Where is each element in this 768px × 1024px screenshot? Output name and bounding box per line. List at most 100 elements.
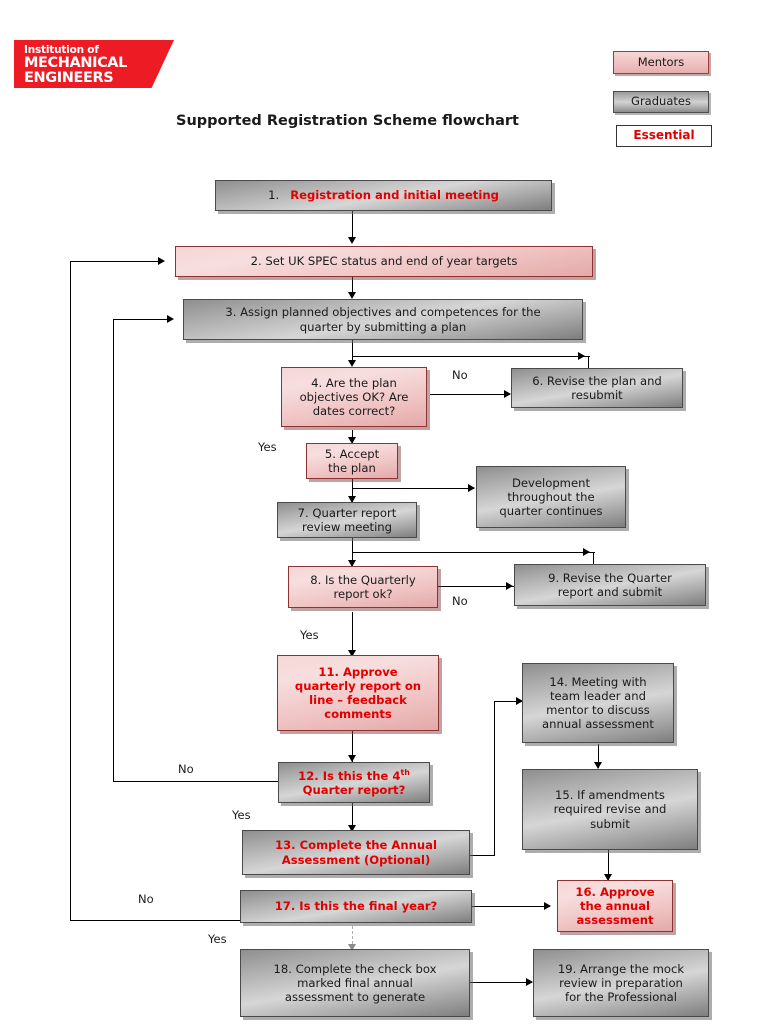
edge-11-to-12-arrowhead [348, 755, 356, 762]
edge-12-no-arrowhead [167, 315, 174, 323]
edge-17-no-horizontal [70, 920, 240, 922]
edge-4-to-6-arrowhead [504, 390, 511, 398]
edge-12-no-into-3 [113, 319, 171, 321]
edge-15-to-16 [608, 850, 610, 880]
edge-3-to-4 [352, 340, 354, 362]
node-15-if-amendments-required[interactable]: 15. If amendments required revise and su… [522, 769, 698, 850]
node-13-label-line-2: Assessment (Optional) [281, 852, 431, 867]
edge-17-to-18-arrowhead [348, 944, 356, 951]
node-2-set-ukspec-status[interactable]: 2. Set UK SPEC status and end of year ta… [175, 246, 593, 277]
legend-label-mentors: Mentors [637, 54, 685, 69]
node-3-assign-planned-objectives[interactable]: 3. Assign planned objectives and compete… [183, 299, 583, 340]
edge-label-yes-8-to-11: Yes [300, 628, 319, 642]
edge-13-to-14-h2 [494, 701, 522, 703]
edge-label-no-4-to-6: No [452, 368, 468, 382]
edge-9-return-vertical [593, 552, 595, 565]
node-16-label-line-1: 16. Approve [575, 884, 655, 899]
node-19-arrange-mock-review[interactable]: 19. Arrange the mock review in preparati… [533, 949, 709, 1017]
node-7-quarter-report-review-meeting[interactable]: 7. Quarter report review meeting [277, 502, 417, 538]
edge-9-return-horizontal [352, 552, 595, 554]
edge-13-to-14-h1 [470, 855, 495, 857]
node-17-is-this-the-final-year[interactable]: 17. Is this the final year? [240, 890, 472, 923]
legend-item-graduates: Graduates [613, 91, 709, 113]
edge-label-no-12: No [178, 762, 194, 776]
node-4-label-line-1: 4. Are the plan [311, 375, 397, 390]
node-6-revise-the-plan-and-resubmit[interactable]: 6. Revise the plan and resubmit [511, 368, 683, 408]
edge-17-no-into-2 [70, 261, 162, 263]
node-9-revise-quarter-report[interactable]: 9. Revise the Quarter report and submit [514, 564, 706, 606]
node-12-is-this-the-4th-quarter-report[interactable]: 12. Is this the 4th Quarter report? [278, 762, 430, 803]
node-4-label-line-3: dates correct? [312, 404, 396, 419]
node-16-label-line-2: the annual [579, 898, 651, 913]
node-19-label-line-1: 19. Arrange the mock [557, 961, 685, 976]
node-18-label-line-2: marked final annual [297, 975, 413, 990]
edge-8-to-9-arrowhead [506, 582, 513, 590]
edge-13-to-14-arrowhead [516, 697, 523, 705]
edge-9-return-arrowhead [583, 548, 590, 556]
edge-18-to-19 [470, 982, 532, 984]
edge-8-to-11 [352, 612, 354, 657]
node-18-label-line-3: assessment to generate [284, 990, 426, 1005]
edge-12-no-horizontal [113, 781, 278, 783]
edge-2-to-3-arrowhead [348, 292, 356, 299]
node-13-label-line-1: 13. Complete the Annual [275, 838, 437, 853]
edge-14-to-15-arrowhead [594, 762, 602, 769]
node-14-label-line-4: annual assessment [542, 717, 654, 732]
node-5-label-line-2: the plan [328, 461, 376, 475]
edge-6-return-horizontal [352, 356, 590, 358]
edge-13-to-14-vertical [494, 701, 496, 856]
edge-17-to-18-dotted [352, 926, 353, 949]
node-8-is-quarterly-report-ok[interactable]: 8. Is the Quarterly report ok? [288, 566, 438, 608]
node-13-complete-annual-assessment[interactable]: 13. Complete the Annual Assessment (Opti… [242, 830, 470, 875]
edge-7-to-8-arrowhead [348, 560, 356, 567]
edge-label-no-8-to-9: No [452, 594, 468, 608]
logo-line-2: MECHANICAL [24, 55, 127, 71]
node-12-label-line-2: Quarter report? [302, 782, 406, 797]
node-8-label-line-2: report ok? [333, 587, 393, 601]
edge-17-to-16 [472, 906, 550, 908]
edge-12-to-13-arrowhead [348, 825, 356, 832]
logo-line-1: Institution of [24, 44, 99, 56]
edge-14-to-15 [598, 744, 600, 768]
edge-17-no-vertical [70, 261, 72, 921]
edge-1-to-2 [352, 211, 354, 239]
edge-4-to-5-arrowhead [348, 437, 356, 444]
node-11-approve-quarterly-report[interactable]: 11. Approve quarterly report on line – f… [277, 655, 439, 731]
edge-15-to-16-arrowhead [604, 874, 612, 881]
node-6-label-line-2: resubmit [571, 388, 623, 402]
edge-1-to-2-arrowhead [348, 237, 356, 244]
node-11-label-line-1: 11. Approve [318, 664, 398, 679]
node-14-meeting-with-team-leader[interactable]: 14. Meeting with team leader and mentor … [522, 663, 674, 743]
node-9-label-line-2: report and submit [557, 585, 663, 599]
legend-label-essential: Essential [633, 128, 695, 143]
node-5-accept-the-plan[interactable]: 5. Accept the plan [306, 443, 398, 479]
legend-item-mentors: Mentors [613, 51, 709, 74]
node-19-label-line-2: review in preparation [559, 975, 683, 990]
edge-6-return-vertical [588, 356, 590, 370]
node-18-complete-check-box[interactable]: 18. Complete the check box marked final … [240, 949, 470, 1017]
legend-label-graduates: Graduates [631, 94, 691, 109]
page-title: Supported Registration Scheme flowchart [176, 113, 519, 129]
node-2-label: 2. Set UK SPEC status and end of year ta… [250, 254, 518, 269]
node-16-approve-the-annual-assessment[interactable]: 16. Approve the annual assessment [557, 880, 673, 932]
node-development-label-line-3: quarter continues [499, 504, 603, 519]
node-15-label-line-1: 15. If amendments [555, 788, 665, 803]
node-6-label-line-1: 6. Revise the plan and [532, 373, 662, 388]
node-11-label-line-2: quarterly report on [294, 678, 422, 693]
node-11-label-line-4: comments [324, 707, 392, 722]
node-12-ordinal-suffix: th [400, 767, 410, 777]
edge-label-yes-12-to-13: Yes [232, 808, 251, 822]
node-1-registration-and-initial-meeting[interactable]: 1. Registration and initial meeting [215, 180, 552, 211]
node-18-label-line-1: 18. Complete the check box [273, 961, 437, 976]
node-1-label: Registration and initial meeting [290, 188, 499, 203]
node-4-are-plan-objectives-ok[interactable]: 4. Are the plan objectives OK? Are dates… [281, 367, 427, 427]
edge-4-to-6 [430, 394, 510, 396]
node-development-throughout-quarter[interactable]: Development throughout the quarter conti… [476, 466, 626, 528]
node-9-label-line-1: 9. Revise the Quarter [548, 570, 672, 585]
node-14-label-line-2: team leader and [550, 688, 646, 703]
edge-label-no-17: No [138, 892, 154, 906]
edge-5-to-development [352, 488, 474, 490]
node-5-label-line-1: 5. Accept [324, 446, 380, 461]
edge-5-to-7 [352, 478, 354, 503]
legend-item-essential: Essential [616, 125, 712, 147]
